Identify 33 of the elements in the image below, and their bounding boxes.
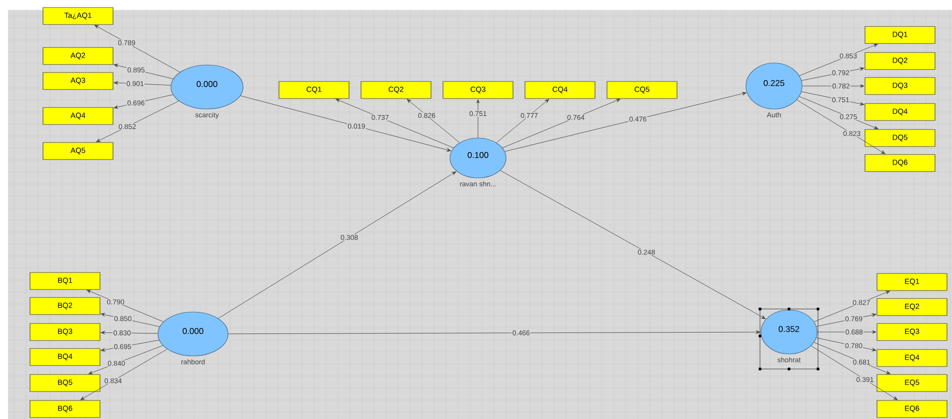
arrow	[814, 290, 890, 322]
arrow	[496, 98, 550, 143]
arrow	[114, 94, 174, 109]
arrow	[228, 330, 760, 334]
arrow	[96, 100, 180, 142]
arrow	[799, 96, 878, 130]
arrow	[817, 330, 876, 334]
arrow	[802, 84, 864, 88]
arrow	[80, 348, 168, 400]
arrow	[114, 64, 174, 80]
arrow	[796, 100, 886, 154]
arrow	[100, 330, 158, 334]
arrow	[801, 67, 864, 81]
arrow	[218, 171, 456, 319]
arrow	[814, 342, 890, 374]
arrow	[816, 338, 876, 352]
arrow	[114, 81, 172, 86]
arrow	[504, 92, 746, 152]
arrow	[810, 346, 898, 400]
arrow	[816, 313, 876, 327]
arrow	[500, 170, 766, 319]
arrow	[100, 340, 160, 352]
arrow	[94, 24, 180, 72]
arrow	[240, 96, 452, 152]
arrow	[100, 312, 160, 327]
arrow	[799, 44, 878, 76]
arrow	[88, 345, 164, 374]
arrow	[86, 290, 164, 322]
arrow	[336, 98, 454, 148]
arrow	[502, 98, 620, 148]
arrow	[406, 98, 460, 143]
arrow	[801, 91, 864, 106]
arrow	[476, 99, 480, 138]
